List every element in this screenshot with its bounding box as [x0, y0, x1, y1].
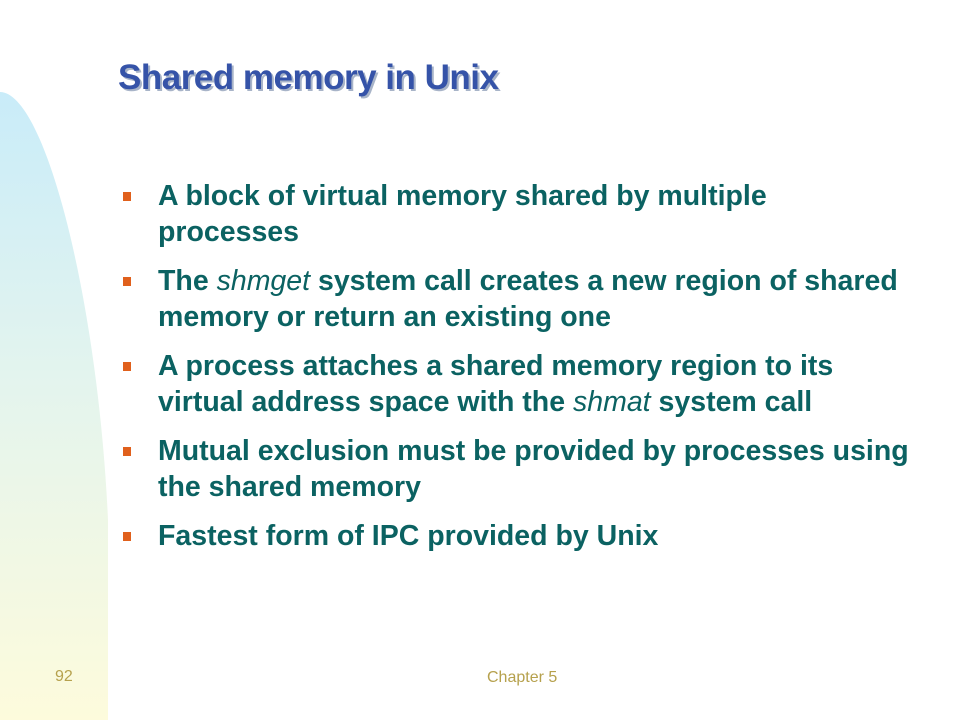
- list-item: A block of virtual memory shared by mult…: [120, 178, 910, 250]
- square-bullet-icon: [123, 277, 131, 286]
- bullet-text: Fastest form of IPC provided by Unix: [158, 520, 659, 552]
- bullet-list: A block of virtual memory shared by mult…: [120, 178, 910, 567]
- bullet-italic-term: shmat: [572, 386, 651, 418]
- bullet-italic-term: shmget: [216, 265, 311, 297]
- square-bullet-icon: [123, 362, 131, 371]
- list-item: The shmget system call creates a new reg…: [120, 263, 910, 335]
- slide-number: 92: [55, 668, 73, 685]
- footer-chapter: Chapter 5: [487, 669, 558, 686]
- bullet-text: A block of virtual memory shared by mult…: [158, 180, 767, 248]
- square-bullet-icon: [123, 447, 131, 456]
- slide-title: Shared memory in Unix: [118, 58, 499, 97]
- bullet-text-before: The: [158, 265, 217, 297]
- bullet-text: Mutual exclusion must be provided by pro…: [158, 435, 909, 503]
- square-bullet-icon: [123, 532, 131, 541]
- bullet-text-after: system call: [650, 386, 813, 418]
- square-bullet-icon: [123, 192, 131, 201]
- list-item: Fastest form of IPC provided by Unix: [120, 518, 910, 554]
- bullet-text-before: A process attaches a shared memory regio…: [158, 350, 834, 418]
- bullet-text-after: system call creates a new region of shar…: [158, 265, 898, 333]
- list-item: Mutual exclusion must be provided by pro…: [120, 433, 910, 505]
- list-item: A process attaches a shared memory regio…: [120, 348, 910, 420]
